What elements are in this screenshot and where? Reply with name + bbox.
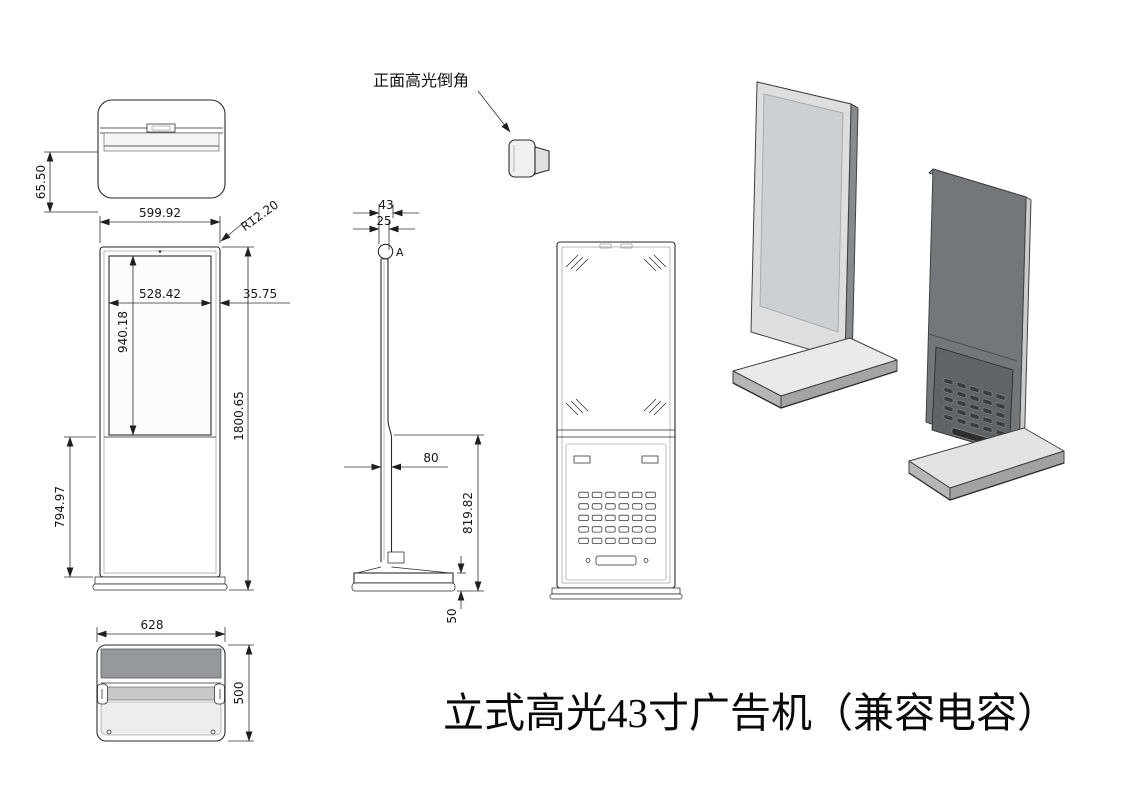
chamfer-callout: 正面高光倒角: [373, 72, 550, 178]
dim-screen-height: 940.18: [116, 255, 137, 436]
side-view: [351, 243, 456, 592]
svg-text:819.82: 819.82: [461, 492, 475, 534]
rear-view: [549, 241, 683, 600]
svg-text:43: 43: [378, 198, 393, 212]
bottom-view: [96, 644, 226, 742]
svg-text:50: 50: [445, 608, 459, 623]
rear-handle: [595, 555, 637, 566]
top-view: [97, 99, 226, 199]
front-base-bottom: [92, 583, 228, 591]
dim-head-width: 43: [353, 198, 419, 244]
svg-text:628: 628: [141, 618, 164, 632]
chamfer-detail: [508, 139, 550, 178]
base-dark-band: [100, 648, 222, 679]
iso-front-screen: [759, 93, 844, 333]
svg-text:528.42: 528.42: [139, 287, 181, 301]
svg-text:35.75: 35.75: [243, 287, 277, 301]
svg-text:25: 25: [376, 214, 391, 228]
svg-text:599.92: 599.92: [139, 206, 181, 220]
svg-text:80: 80: [423, 451, 438, 465]
dim-screen-margin: 35.75: [219, 287, 290, 307]
svg-text:R12.20: R12.20: [238, 198, 281, 234]
dim-corner-radius: R12.20: [220, 198, 281, 242]
base-handle-right: [214, 683, 225, 705]
svg-text:1800.65: 1800.65: [232, 391, 246, 441]
rear-slot-right: [641, 455, 659, 464]
side-foot-bracket: [387, 551, 405, 564]
dim-total-height: 1800.65: [222, 246, 254, 591]
front-base-top: [94, 576, 226, 585]
iso-rear-view: [908, 168, 1065, 501]
dim-base-thickness: 50: [445, 556, 466, 624]
svg-text:65.50: 65.50: [34, 165, 48, 199]
chamfer-callout-label: 正面高光倒角: [373, 72, 469, 90]
dim-top-depth: 65.50: [34, 151, 98, 213]
dim-stand-height: 819.82: [394, 434, 484, 592]
datum-circle: [377, 243, 394, 260]
front-screen: [108, 255, 212, 436]
iso-front-view: [732, 81, 898, 409]
rear-corner-hatch-marks: [565, 254, 667, 416]
rear-slot-left: [573, 455, 591, 464]
dim-panel-thickness: 25: [353, 214, 415, 250]
base-handle-left: [97, 683, 108, 705]
drawing-title: 立式高光43寸广告机（兼容电容）: [443, 690, 1058, 736]
camera-dot: [158, 250, 162, 253]
dim-base-width: 628: [96, 618, 226, 642]
dim-front-width: 599.92: [99, 206, 221, 243]
dim-screen-width: 528.42: [108, 287, 212, 307]
iso-rear-vent-slots: [943, 377, 1006, 448]
svg-text:500: 500: [232, 682, 246, 705]
rear-vent-grille: [577, 489, 658, 546]
dim-lower-height: 794.97: [53, 436, 96, 578]
svg-text:940.18: 940.18: [116, 311, 130, 353]
svg-text:794.97: 794.97: [53, 486, 67, 528]
dim-base-depth: 500: [228, 644, 254, 742]
dim-column-width: 80: [344, 451, 448, 471]
datum-a-label: A: [396, 246, 404, 259]
